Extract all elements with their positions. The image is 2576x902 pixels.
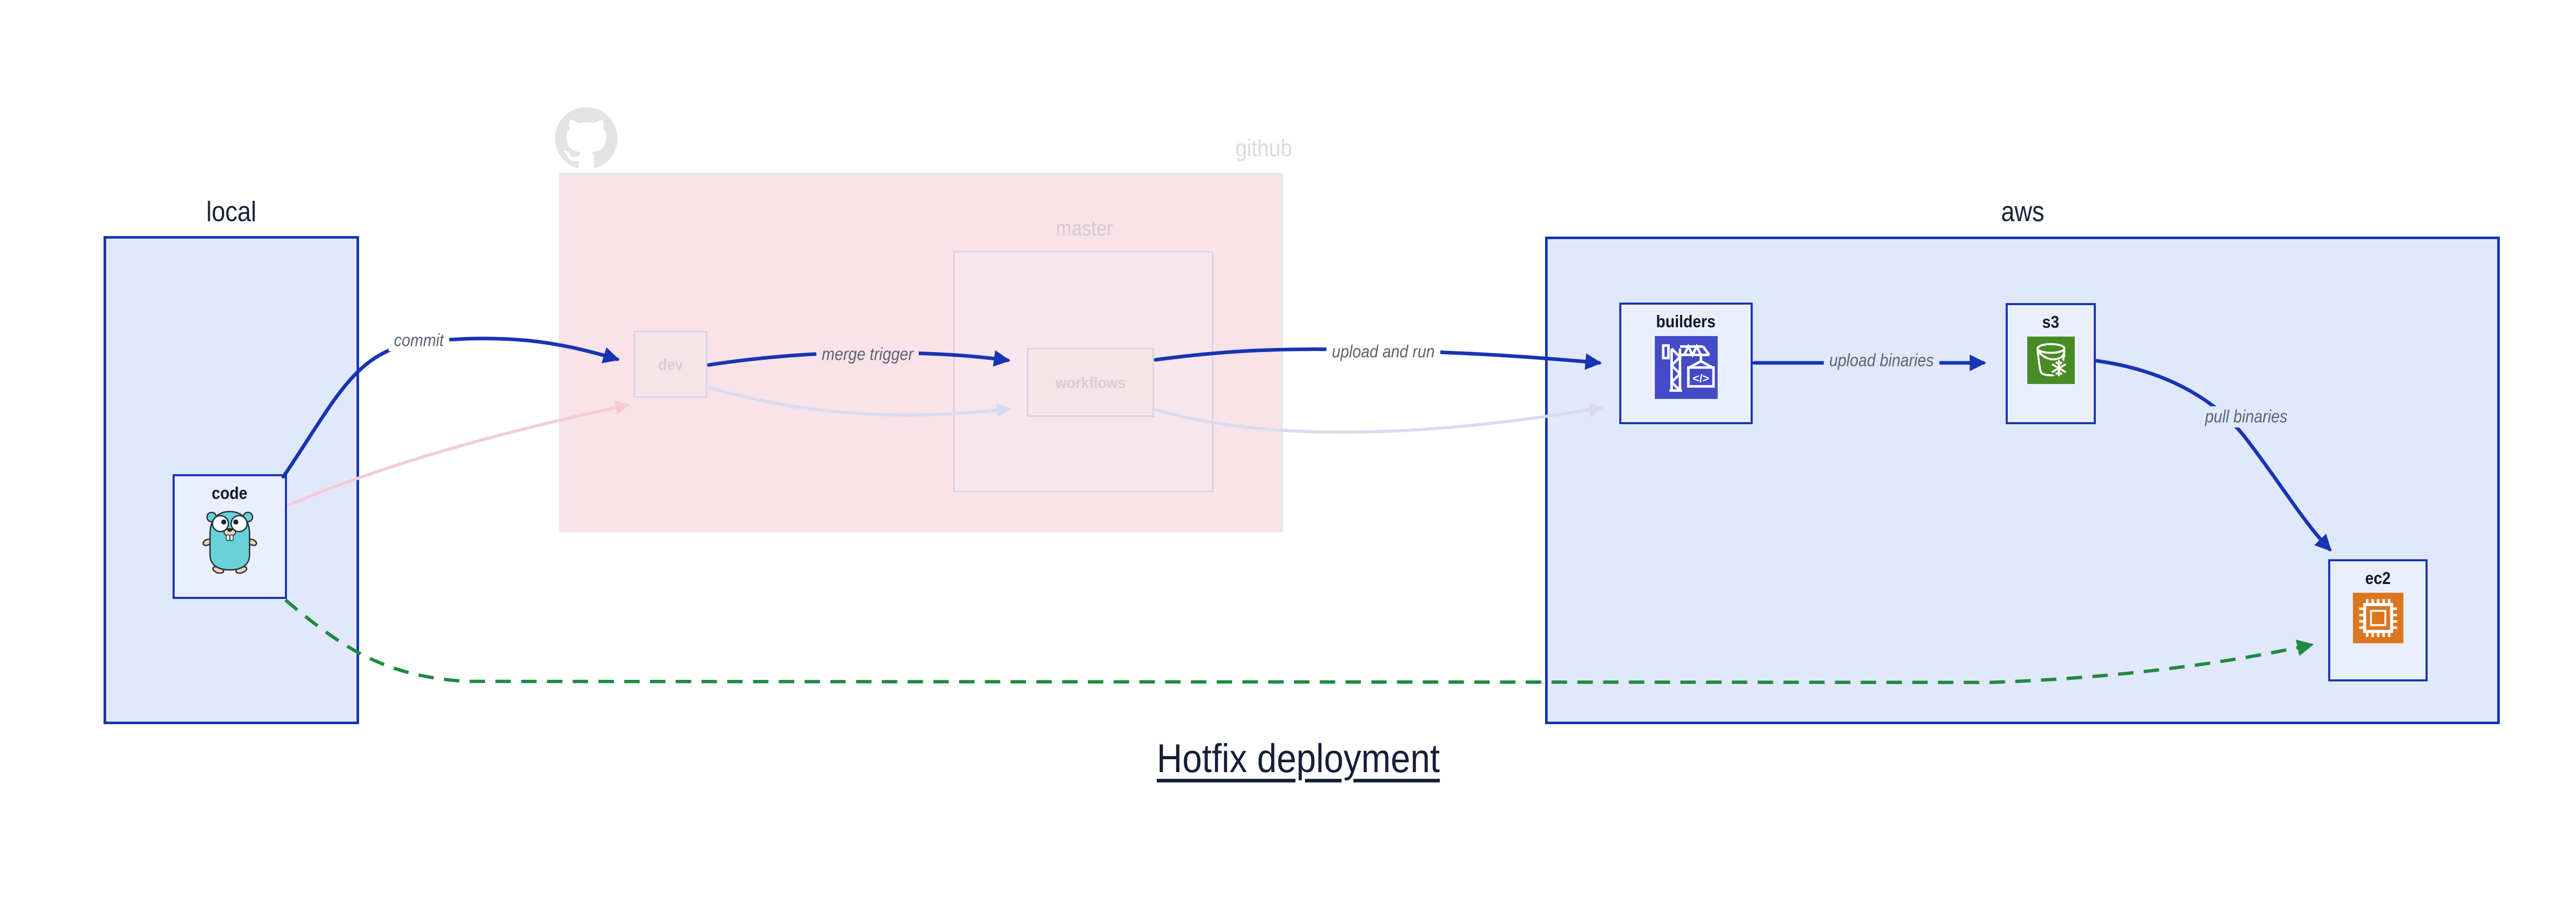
edge-label-pull-binaries: pull binaries [2199,406,2293,428]
svg-text:</>: </> [1692,372,1709,385]
edge-label-upload-and-run: upload and run [1326,341,1440,363]
code-node-label: code [212,483,248,503]
github-octocat-icon [555,107,618,169]
builders-node: builders </> [1619,303,1753,424]
aws-region-label: aws [2001,195,2045,227]
dev-node: dev [634,331,707,398]
ec2-node: ec2 [2328,559,2428,681]
workflows-node: workflows [1027,348,1154,417]
codebuild-crane-icon: </> [1654,336,1718,402]
edge-label-upload-binaries: upload binaries [1823,350,1940,372]
diagram-title: Hotfix deployment [1157,736,1440,781]
code-node: code [173,474,287,599]
workflows-node-label: workflows [1055,373,1126,392]
ec2-chip-icon [2352,593,2403,646]
edge-label-merge-trigger: merge trigger [816,344,919,365]
edge-label-commit: commit [388,330,449,352]
master-region-label: master [1056,216,1113,240]
s3-node: s3 [2006,303,2096,424]
ec2-node-label: ec2 [2365,569,2391,588]
gopher-icon [202,508,258,576]
local-region-label: local [206,195,257,227]
s3-node-label: s3 [2042,312,2060,331]
github-region-label: github [1235,135,1292,161]
dev-node-label: dev [658,355,683,374]
builders-node-label: builders [1656,312,1716,331]
s3-glacier-bucket-icon [2027,337,2075,387]
